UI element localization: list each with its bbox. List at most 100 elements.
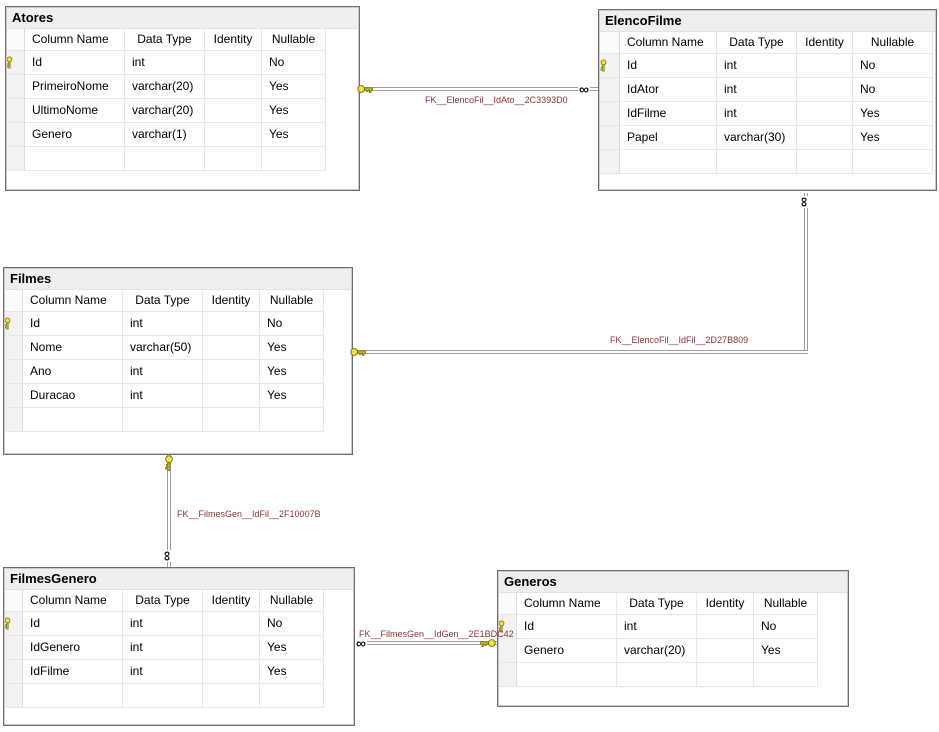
- row-selector[interactable]: [5, 636, 23, 660]
- nullable-cell: No: [262, 51, 326, 75]
- table-title[interactable]: Filmes: [5, 269, 351, 290]
- table-row[interactable]: Id int No: [5, 612, 354, 636]
- table-elencofilme[interactable]: ElencoFilme Column Name Data Type Identi…: [598, 9, 937, 191]
- data-type-cell: varchar(30): [717, 126, 797, 150]
- row-selector[interactable]: [600, 54, 620, 78]
- nullable-header: Nullable: [260, 290, 324, 312]
- row-selector[interactable]: [499, 615, 517, 639]
- nullable-header: Nullable: [853, 32, 933, 54]
- table-title[interactable]: ElencoFilme: [600, 11, 935, 32]
- table-atores[interactable]: Atores Column Name Data Type Identity Nu…: [5, 6, 360, 191]
- table-row[interactable]: Genero varchar(1) Yes: [7, 123, 359, 147]
- table-row[interactable]: IdGenero int Yes: [5, 636, 354, 660]
- row-selector[interactable]: [5, 684, 23, 708]
- primary-key-icon: [499, 620, 512, 633]
- data-type-cell: int: [617, 615, 697, 639]
- table-row-empty[interactable]: [5, 684, 354, 708]
- table-row-empty[interactable]: [7, 147, 359, 171]
- row-selector[interactable]: [7, 123, 25, 147]
- table-title[interactable]: Atores: [7, 8, 358, 29]
- row-selector[interactable]: [5, 612, 23, 636]
- grid-header-row: Column Name Data Type Identity Nullable: [5, 590, 354, 612]
- column-name-cell: Id: [620, 54, 717, 78]
- data-type-cell: varchar(50): [123, 336, 203, 360]
- nullable-cell: Yes: [260, 336, 324, 360]
- row-selector[interactable]: [7, 147, 25, 171]
- table-row[interactable]: Genero varchar(20) Yes: [499, 639, 848, 663]
- table-row[interactable]: UltimoNome varchar(20) Yes: [7, 99, 359, 123]
- row-selector[interactable]: [7, 75, 25, 99]
- relationship-line-elencofilme-idator[interactable]: [360, 87, 598, 91]
- relationship-line-elencofilme-idfilme[interactable]: [353, 350, 808, 354]
- identity-cell: [203, 612, 260, 636]
- row-selector[interactable]: [600, 102, 620, 126]
- relationship-line-filmesgenero-idgenero[interactable]: [356, 641, 497, 645]
- table-row[interactable]: Papel varchar(30) Yes: [600, 126, 933, 150]
- row-selector[interactable]: [5, 312, 23, 336]
- table-row-empty[interactable]: [499, 663, 848, 687]
- table-filmesgenero[interactable]: FilmesGenero Column Name Data Type Ident…: [3, 567, 355, 726]
- table-row-empty[interactable]: [5, 408, 352, 432]
- column-name-cell: UltimoNome: [25, 99, 125, 123]
- table-generos[interactable]: Generos Column Name Data Type Identity N…: [497, 570, 849, 707]
- table-row[interactable]: Duracao int Yes: [5, 384, 352, 408]
- nullable-header: Nullable: [754, 593, 818, 615]
- identity-header: Identity: [797, 32, 853, 54]
- column-name-cell: Nome: [23, 336, 123, 360]
- column-name-header: Column Name: [25, 29, 125, 51]
- row-selector[interactable]: [499, 639, 517, 663]
- infinity-icon: ∞: [578, 81, 590, 97]
- table-row[interactable]: Id int No: [7, 51, 359, 75]
- identity-cell: [203, 312, 260, 336]
- data-type-cell: int: [717, 102, 797, 126]
- data-type-cell: int: [125, 51, 205, 75]
- row-selector[interactable]: [5, 360, 23, 384]
- row-selector[interactable]: [5, 408, 23, 432]
- row-selector[interactable]: [499, 663, 517, 687]
- data-type-cell: int: [123, 660, 203, 684]
- column-name-cell: Ano: [23, 360, 123, 384]
- column-name-header: Column Name: [620, 32, 717, 54]
- table-row[interactable]: IdFilme int Yes: [5, 660, 354, 684]
- column-name-cell: Id: [25, 51, 125, 75]
- table-row[interactable]: Id int No: [600, 54, 933, 78]
- table-title[interactable]: FilmesGenero: [5, 569, 353, 590]
- identity-cell: [205, 99, 262, 123]
- table-row[interactable]: Id int No: [5, 312, 352, 336]
- identity-cell: [203, 360, 260, 384]
- table-row-empty[interactable]: [600, 150, 933, 174]
- table-row[interactable]: Ano int Yes: [5, 360, 352, 384]
- row-selector[interactable]: [5, 660, 23, 684]
- row-selector[interactable]: [5, 336, 23, 360]
- table-title[interactable]: Generos: [499, 572, 847, 593]
- key-icon: [165, 455, 173, 471]
- primary-key-icon: [5, 317, 18, 330]
- nullable-cell: No: [754, 615, 818, 639]
- relationship-line-filmesgenero-idfilme[interactable]: [167, 455, 171, 567]
- row-selector[interactable]: [600, 126, 620, 150]
- row-selector[interactable]: [7, 99, 25, 123]
- row-selector[interactable]: [600, 78, 620, 102]
- nullable-cell: No: [260, 312, 324, 336]
- row-selector-header: [600, 32, 620, 54]
- column-name-cell: Id: [23, 612, 123, 636]
- column-name-cell: Genero: [25, 123, 125, 147]
- column-name-header: Column Name: [23, 290, 123, 312]
- data-type-header: Data Type: [123, 590, 203, 612]
- row-selector[interactable]: [600, 150, 620, 174]
- row-selector[interactable]: [7, 51, 25, 75]
- data-type-cell: int: [717, 54, 797, 78]
- relationship-line-elencofilme-idfilme-vertical[interactable]: [804, 193, 808, 350]
- table-filmes[interactable]: Filmes Column Name Data Type Identity Nu…: [3, 267, 353, 455]
- table-row[interactable]: Id int No: [499, 615, 848, 639]
- table-row[interactable]: Nome varchar(50) Yes: [5, 336, 352, 360]
- data-type-cell: varchar(20): [125, 75, 205, 99]
- primary-key-icon: [5, 617, 18, 630]
- row-selector[interactable]: [5, 384, 23, 408]
- identity-cell: [797, 102, 853, 126]
- data-type-cell: int: [123, 636, 203, 660]
- table-row[interactable]: PrimeiroNome varchar(20) Yes: [7, 75, 359, 99]
- table-row[interactable]: IdFilme int Yes: [600, 102, 933, 126]
- table-row[interactable]: IdAtor int No: [600, 78, 933, 102]
